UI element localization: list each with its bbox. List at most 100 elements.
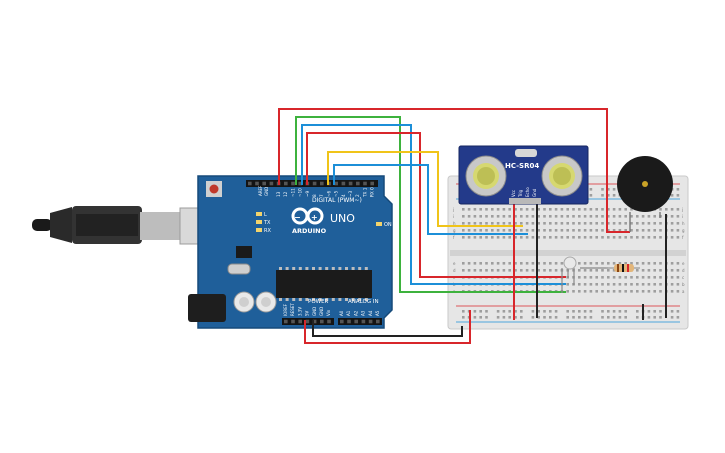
rail-hole[interactable] bbox=[496, 316, 500, 319]
digital-pin-hole[interactable] bbox=[348, 181, 353, 186]
breadboard-hole[interactable] bbox=[624, 229, 627, 232]
breadboard-hole[interactable] bbox=[543, 236, 546, 239]
breadboard-hole[interactable] bbox=[502, 222, 506, 225]
rail-hole[interactable] bbox=[583, 310, 587, 313]
digital-pin-hole[interactable] bbox=[320, 181, 324, 186]
breadboard-hole[interactable] bbox=[601, 208, 604, 211]
breadboard-hole[interactable] bbox=[636, 276, 639, 279]
rail-hole[interactable] bbox=[566, 310, 569, 313]
breadboard-hole[interactable] bbox=[520, 222, 523, 225]
breadboard-hole[interactable] bbox=[641, 276, 645, 279]
breadboard-hole[interactable] bbox=[462, 208, 465, 211]
rail-hole[interactable] bbox=[601, 188, 604, 191]
rail-hole[interactable] bbox=[636, 310, 639, 313]
breadboard-hole[interactable] bbox=[653, 222, 656, 225]
breadboard-hole[interactable] bbox=[647, 236, 651, 239]
breadboard-hole[interactable] bbox=[653, 269, 656, 272]
breadboard-hole[interactable] bbox=[554, 269, 558, 272]
breadboard-hole[interactable] bbox=[601, 222, 604, 225]
digital-pin-hole[interactable] bbox=[312, 181, 317, 186]
breadboard-hole[interactable] bbox=[607, 283, 610, 286]
rail-hole[interactable] bbox=[485, 316, 488, 319]
breadboard-hole[interactable] bbox=[473, 236, 477, 239]
breadboard-hole[interactable] bbox=[595, 229, 598, 232]
breadboard-hole[interactable] bbox=[572, 208, 575, 211]
breadboard-hole[interactable] bbox=[554, 262, 558, 265]
breadboard-hole[interactable] bbox=[641, 290, 645, 293]
analog-pin-hole[interactable] bbox=[347, 319, 351, 324]
breadboard-hole[interactable] bbox=[670, 262, 674, 265]
breadboard-hole[interactable] bbox=[560, 222, 564, 225]
breadboard-hole[interactable] bbox=[508, 236, 511, 239]
digital-pin-hole[interactable] bbox=[284, 181, 288, 186]
breadboard-hole[interactable] bbox=[647, 222, 651, 225]
breadboard-hole[interactable] bbox=[630, 208, 633, 211]
rail-hole[interactable] bbox=[502, 310, 506, 313]
breadboard-hole[interactable] bbox=[641, 229, 645, 232]
breadboard-hole[interactable] bbox=[624, 262, 627, 265]
rail-hole[interactable] bbox=[653, 316, 656, 319]
breadboard-hole[interactable] bbox=[641, 262, 645, 265]
breadboard-hole[interactable] bbox=[659, 283, 662, 286]
breadboard-hole[interactable] bbox=[670, 269, 674, 272]
breadboard-hole[interactable] bbox=[473, 208, 477, 211]
breadboard-hole[interactable] bbox=[636, 262, 639, 265]
breadboard-hole[interactable] bbox=[502, 236, 506, 239]
breadboard-hole[interactable] bbox=[595, 236, 598, 239]
rail-hole[interactable] bbox=[566, 316, 569, 319]
breadboard-hole[interactable] bbox=[520, 269, 523, 272]
breadboard-hole[interactable] bbox=[537, 269, 540, 272]
breadboard-hole[interactable] bbox=[525, 222, 529, 225]
breadboard-hole[interactable] bbox=[502, 208, 506, 211]
breadboard-hole[interactable] bbox=[531, 208, 535, 211]
analog-pin-hole[interactable] bbox=[354, 319, 358, 324]
breadboard-hole[interactable] bbox=[659, 222, 662, 225]
breadboard-hole[interactable] bbox=[462, 236, 465, 239]
breadboard-hole[interactable] bbox=[520, 229, 523, 232]
breadboard-hole[interactable] bbox=[485, 269, 488, 272]
rail-hole[interactable] bbox=[607, 194, 610, 197]
breadboard-hole[interactable] bbox=[583, 262, 587, 265]
breadboard-hole[interactable] bbox=[531, 269, 535, 272]
breadboard-hole[interactable] bbox=[583, 215, 587, 218]
breadboard-hole[interactable] bbox=[514, 215, 517, 218]
breadboard-hole[interactable] bbox=[601, 276, 604, 279]
breadboard-hole[interactable] bbox=[624, 276, 627, 279]
rail-hole[interactable] bbox=[589, 188, 593, 191]
power-pin-hole[interactable] bbox=[284, 319, 288, 324]
breadboard-hole[interactable] bbox=[630, 236, 633, 239]
rail-hole[interactable] bbox=[607, 188, 610, 191]
analog-pin-hole[interactable] bbox=[361, 319, 366, 324]
breadboard-hole[interactable] bbox=[612, 276, 616, 279]
breadboard-hole[interactable] bbox=[583, 290, 587, 293]
breadboard-hole[interactable] bbox=[659, 236, 662, 239]
breadboard-hole[interactable] bbox=[583, 236, 587, 239]
rail-hole[interactable] bbox=[583, 316, 587, 319]
breadboard-hole[interactable] bbox=[566, 290, 569, 293]
digital-pin-hole[interactable] bbox=[334, 181, 338, 186]
breadboard-hole[interactable] bbox=[462, 222, 465, 225]
digital-pin-hole[interactable] bbox=[255, 181, 259, 186]
breadboard-hole[interactable] bbox=[502, 269, 506, 272]
breadboard-hole[interactable] bbox=[636, 222, 639, 225]
rail-hole[interactable] bbox=[670, 194, 674, 197]
breadboard-hole[interactable] bbox=[520, 262, 523, 265]
breadboard-hole[interactable] bbox=[531, 236, 535, 239]
power-pin-hole[interactable] bbox=[327, 319, 331, 324]
breadboard-hole[interactable] bbox=[589, 283, 593, 286]
breadboard-hole[interactable] bbox=[624, 208, 627, 211]
breadboard-hole[interactable] bbox=[537, 262, 540, 265]
breadboard-hole[interactable] bbox=[624, 222, 627, 225]
breadboard-hole[interactable] bbox=[549, 229, 552, 232]
breadboard-hole[interactable] bbox=[583, 276, 587, 279]
breadboard-hole[interactable] bbox=[496, 222, 500, 225]
breadboard-hole[interactable] bbox=[578, 236, 581, 239]
breadboard-hole[interactable] bbox=[578, 276, 581, 279]
breadboard-hole[interactable] bbox=[514, 236, 517, 239]
breadboard-hole[interactable] bbox=[659, 208, 662, 211]
breadboard-hole[interactable] bbox=[554, 215, 558, 218]
breadboard-hole[interactable] bbox=[572, 222, 575, 225]
rail-hole[interactable] bbox=[473, 310, 477, 313]
breadboard-hole[interactable] bbox=[479, 208, 482, 211]
power-pin-hole[interactable] bbox=[291, 319, 295, 324]
